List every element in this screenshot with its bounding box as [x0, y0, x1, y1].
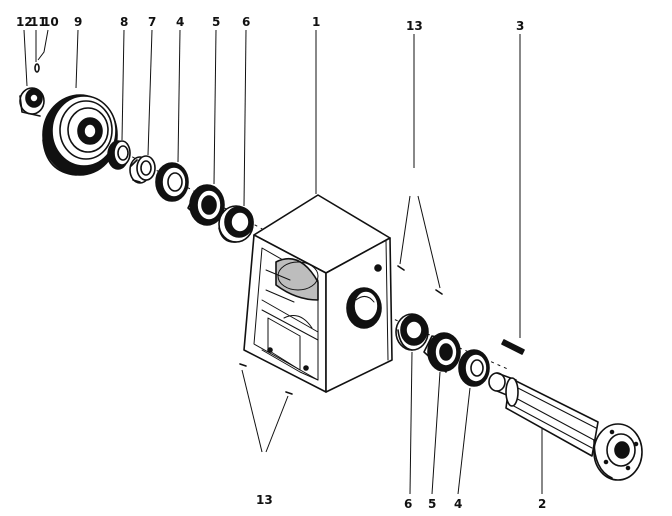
key-3 [501, 339, 525, 355]
callout-6-top: 6 [242, 15, 250, 29]
callout-7: 7 [148, 15, 156, 29]
washer-10-11 [34, 63, 40, 73]
bearing-ring-6-top [218, 205, 254, 243]
screw-13-upper-right [435, 289, 443, 295]
washer-4-top [155, 162, 189, 202]
callout-1: 1 [312, 15, 320, 29]
spacer-7 [129, 155, 156, 184]
callout-8: 8 [120, 15, 128, 29]
callout-12: 12 [16, 15, 33, 29]
callout-2: 2 [538, 497, 546, 511]
bearing-ring-6-bottom [395, 313, 429, 351]
pulley-9 [42, 94, 118, 176]
callout-4-bottom: 4 [454, 497, 462, 511]
screw-13-lower-left [239, 363, 247, 367]
bearing-5-bottom [423, 332, 461, 373]
callout-3: 3 [516, 19, 524, 33]
callout-5-top: 5 [212, 15, 220, 29]
washer-4-bottom [458, 349, 490, 387]
screw-13-lower-right [285, 391, 293, 395]
nut-12 [19, 87, 45, 117]
callout-9: 9 [74, 15, 82, 29]
shaft-2 [488, 372, 643, 481]
gear-housing-1 [243, 194, 393, 393]
leader-lines [23, 29, 543, 495]
callout-4-top: 4 [176, 15, 184, 29]
callout-11: 11 [30, 15, 47, 29]
callout-13-top: 13 [406, 19, 423, 33]
screw-13-upper-left [397, 265, 405, 271]
callout-6-bottom: 6 [404, 497, 412, 511]
callout-10: 10 [42, 15, 59, 29]
callout-13-bottom: 13 [256, 493, 273, 507]
bearing-5-top [187, 184, 225, 226]
bearing-8 [107, 140, 131, 170]
callout-5-bottom: 5 [428, 497, 436, 511]
